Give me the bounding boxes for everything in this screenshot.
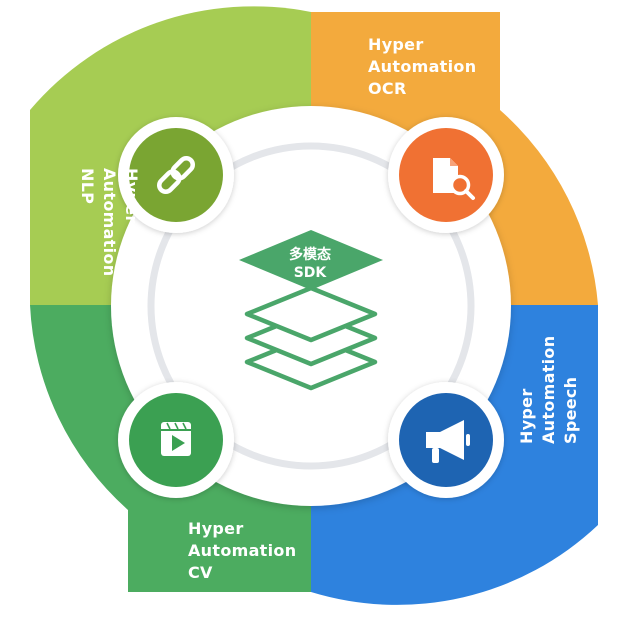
link-icon bbox=[156, 155, 196, 195]
sdk-label-line-2: SDK bbox=[293, 265, 327, 281]
nlp-label-line-1: Hyper bbox=[122, 168, 141, 224]
speech-badge bbox=[388, 382, 504, 498]
speech-label: Hyper Automation Speech bbox=[516, 330, 582, 444]
layers-icon bbox=[239, 230, 383, 391]
sdk-label: 多模态 SDK bbox=[270, 246, 350, 282]
ocr-label: Hyper Automation OCR bbox=[368, 34, 476, 100]
cv-label-line-1: Hyper bbox=[188, 519, 244, 538]
nlp-label-line-3: NLP bbox=[78, 168, 97, 205]
nlp-label: Hyper Automation NLP bbox=[76, 168, 142, 282]
video-play-icon bbox=[161, 422, 191, 456]
ocr-badge bbox=[388, 117, 504, 233]
cv-label: Hyper Automation CV bbox=[188, 518, 296, 584]
sdk-top-layer bbox=[239, 230, 383, 290]
sdk-label-line-1: 多模态 bbox=[289, 247, 331, 263]
speech-label-line-3: Speech bbox=[561, 376, 580, 444]
cv-label-line-3: CV bbox=[188, 563, 213, 582]
speech-label-line-2: Automation bbox=[539, 335, 558, 444]
nlp-badge bbox=[118, 117, 234, 233]
inner-ring bbox=[147, 142, 475, 470]
ocr-label-line-3: OCR bbox=[368, 79, 407, 98]
ocr-label-line-2: Automation bbox=[368, 57, 477, 76]
ocr-label-line-1: Hyper bbox=[368, 35, 424, 54]
cv-badge bbox=[118, 382, 234, 498]
nlp-label-line-2: Automation bbox=[100, 168, 119, 277]
speech-label-line-1: Hyper bbox=[517, 388, 536, 444]
document-search-icon bbox=[433, 158, 475, 200]
cv-label-line-2: Automation bbox=[188, 541, 297, 560]
megaphone-icon bbox=[426, 420, 470, 463]
